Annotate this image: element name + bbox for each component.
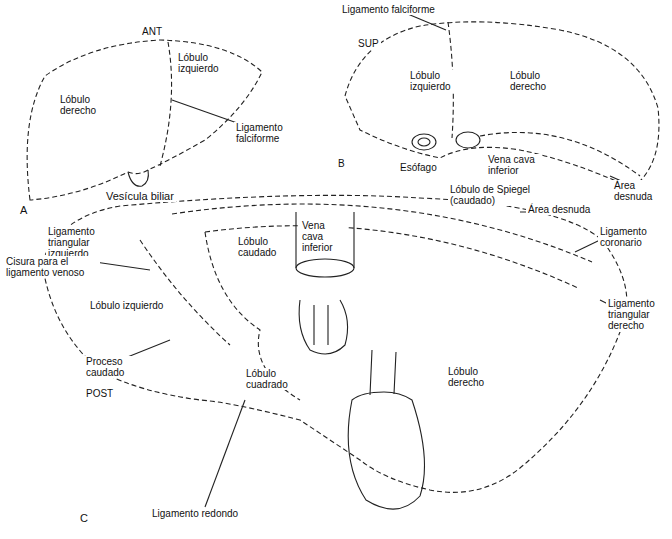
part-label: Vena cava inferior — [300, 220, 348, 254]
part-label: Lóbulo izquierdo — [88, 300, 165, 311]
part-label: Lóbulo derecho — [446, 366, 498, 388]
part-label: Cisura para el ligamento venoso — [4, 256, 100, 278]
part-label: POST — [84, 388, 115, 399]
part-label: Ligamento redondo — [150, 508, 240, 519]
part-label: Lóbulo izquierdo — [176, 52, 230, 74]
part-label: Área desnuda — [612, 180, 668, 202]
part-label: B — [336, 158, 347, 169]
part-label: Lóbulo cuadrado — [244, 368, 298, 390]
part-label: Lóbulo izquierdo — [408, 70, 462, 92]
part-label: Área desnuda — [526, 204, 592, 215]
part-label: Lóbulo caudado — [236, 236, 290, 258]
part-label: Vesícula biliar — [104, 190, 176, 202]
part-label: ANT — [140, 26, 164, 37]
part-label: Ligamento falciforme — [234, 122, 296, 144]
part-label: Lóbulo derecho — [58, 94, 110, 116]
part-label: Vena cava inferior — [486, 154, 540, 176]
part-label: SUP — [356, 38, 381, 49]
part-label: Proceso caudado — [84, 356, 136, 378]
part-label: C — [78, 512, 90, 524]
part-label: Ligamento triangular derecho — [606, 298, 668, 332]
part-label: Ligamento coronario — [598, 226, 660, 248]
part-label: Ligamento triangular izquierdo — [46, 226, 110, 260]
part-label: A — [18, 204, 29, 216]
part-label: Ligamento falciforme — [340, 4, 444, 15]
part-label: Esófago — [398, 162, 439, 173]
part-label: Lóbulo derecho — [508, 70, 560, 92]
